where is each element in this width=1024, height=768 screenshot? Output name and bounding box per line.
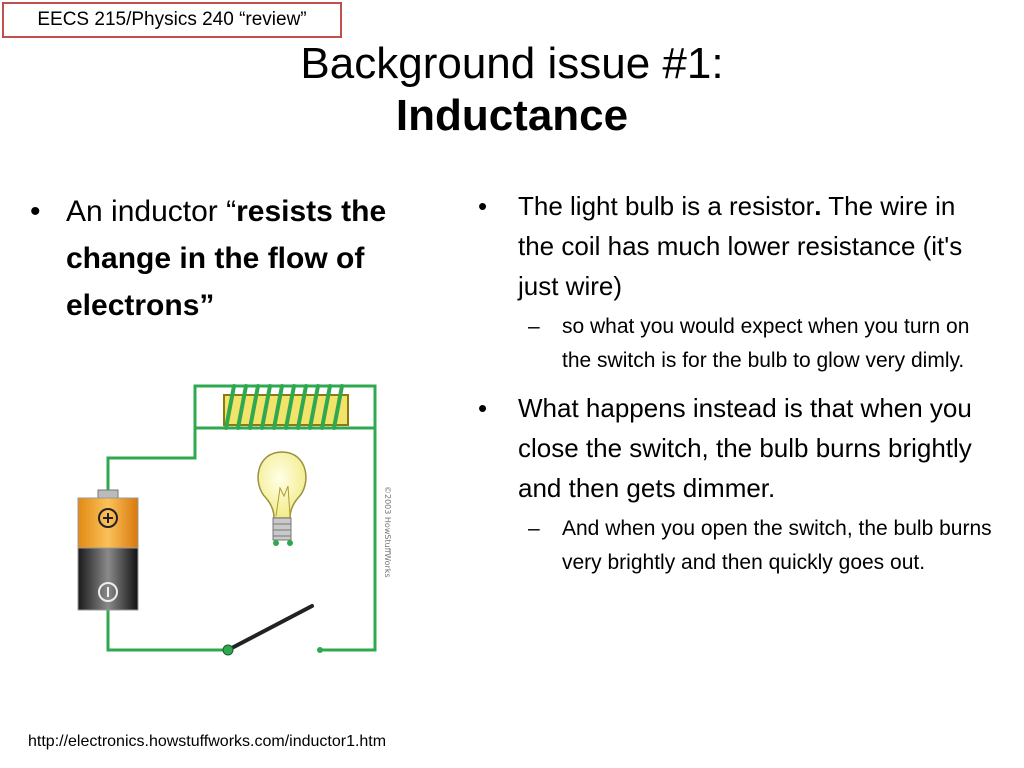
left-bullet: • An inductor “resists the change in the… xyxy=(30,188,460,329)
right-bullet-1-period: . xyxy=(814,191,822,221)
dash-icon: – xyxy=(528,517,540,540)
title-line-2: Inductance xyxy=(395,91,629,140)
copyright-text: ©2003 HowStuffWorks xyxy=(383,486,392,578)
battery-icon xyxy=(77,489,139,611)
slide-title: Background issue #1: Inductance xyxy=(0,38,1024,142)
left-bullet-bold: resists the change in the flow of electr… xyxy=(66,195,387,322)
right-subbullet-2-text: And when you open the switch, the bulb b… xyxy=(562,517,992,574)
right-bullet-1: • The light bulb is a resistor. The wire… xyxy=(478,186,998,306)
inductor-circuit-diagram: ©2003 HowStuffWorks xyxy=(77,384,392,656)
switch-icon xyxy=(222,604,323,656)
right-bullet-2-text: What happens instead is that when you cl… xyxy=(518,393,972,503)
bullet-dot-icon: • xyxy=(30,195,41,228)
right-column: • The light bulb is a resistor. The wire… xyxy=(478,186,998,590)
source-url[interactable]: http://electronics.howstuffworks.com/ind… xyxy=(28,733,387,750)
right-bullet-2: • What happens instead is that when you … xyxy=(478,388,998,508)
right-subbullet-1-text: so what you would expect when you turn o… xyxy=(562,315,970,372)
title-line-1: Background issue #1: xyxy=(300,39,724,88)
inductor-coil xyxy=(223,384,349,430)
light-bulb-icon xyxy=(257,451,307,546)
right-subbullet-2: – And when you open the switch, the bulb… xyxy=(478,512,998,580)
bullet-dot-icon: • xyxy=(478,191,488,221)
bullet-dot-icon: • xyxy=(478,393,488,423)
course-tag: EECS 215/Physics 240 “review” xyxy=(2,2,342,38)
right-bullet-1-text-a: The light bulb is a resistor xyxy=(518,191,815,221)
right-subbullet-1: – so what you would expect when you turn… xyxy=(478,310,998,378)
left-bullet-prefix: An inductor “ xyxy=(66,195,237,228)
left-column: • An inductor “resists the change in the… xyxy=(30,188,460,329)
right-bullet-1-text-b: The wire in the coil has much lower resi… xyxy=(518,191,963,301)
dash-icon: – xyxy=(528,315,540,338)
